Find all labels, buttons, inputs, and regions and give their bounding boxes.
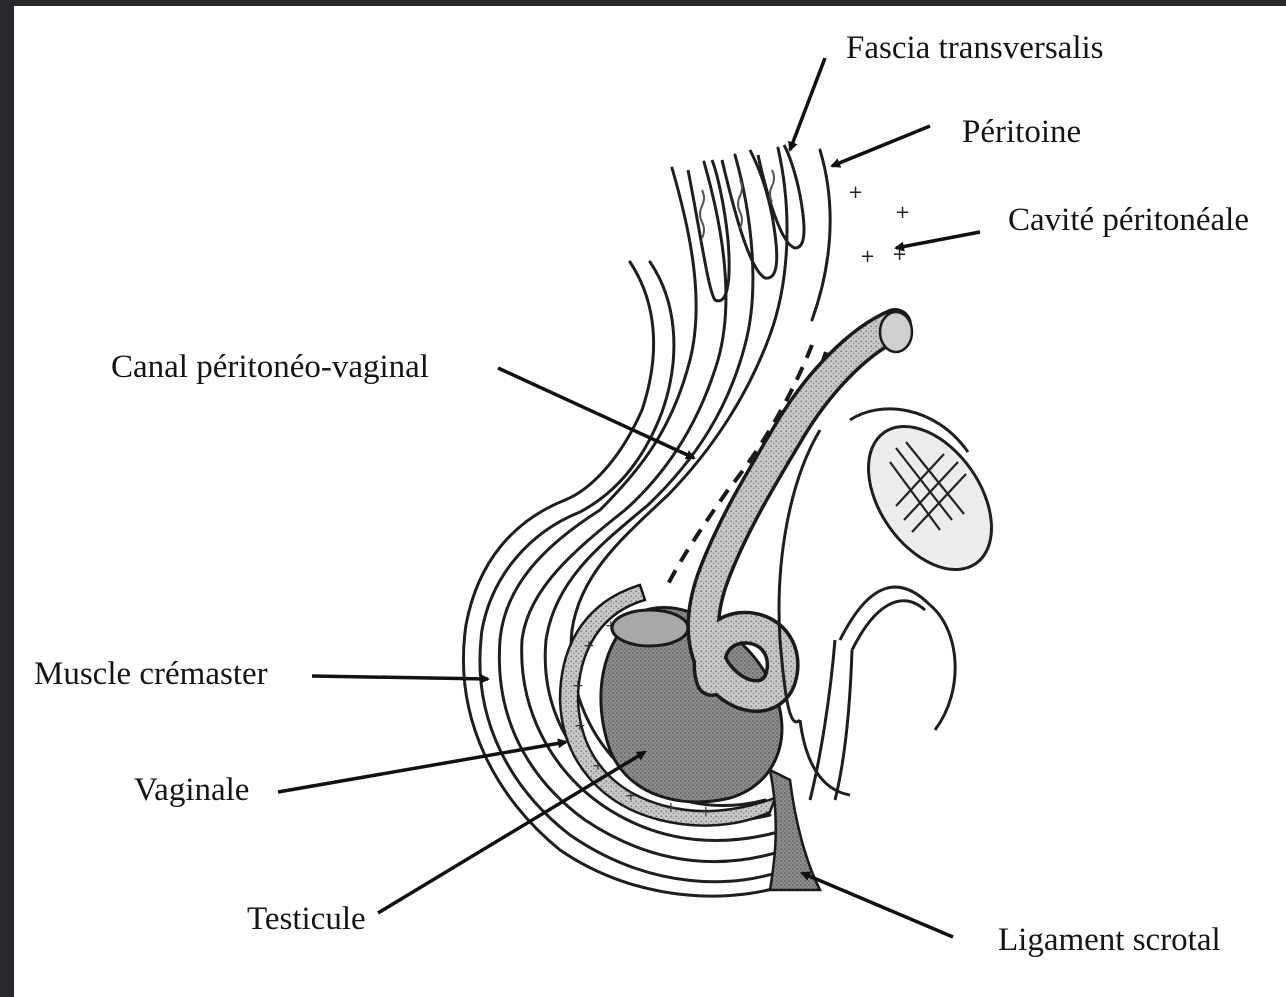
svg-text:+: + [574, 718, 586, 734]
svg-text:+: + [848, 182, 863, 203]
label-cavite-peritoneale: Cavité péritonéale [1008, 204, 1249, 237]
testis-top [612, 610, 688, 646]
svg-text:+: + [860, 246, 875, 267]
label-peritoine: Péritoine [962, 116, 1081, 149]
svg-text:+: + [572, 678, 584, 694]
layer-7 [812, 150, 830, 320]
anatomy-drawing: + + + + + + + + + + [14, 6, 1286, 997]
hatched-ovoid [843, 404, 1017, 592]
arrow-vaginale [278, 742, 566, 792]
arrow-canal [498, 368, 694, 458]
svg-text:+: + [583, 638, 595, 654]
arrow-fascia [790, 58, 825, 150]
tube-end [880, 312, 912, 352]
label-ligament-scrotal: Ligament scrotal [998, 924, 1221, 957]
arrow-cremaster [312, 676, 488, 679]
arrow-ligament [802, 873, 953, 937]
label-fascia-transversalis: Fascia transversalis [846, 32, 1104, 65]
label-canal-peritoneo-vaginal: Canal péritonéo-vaginal [111, 351, 429, 384]
svg-text:+: + [592, 758, 604, 774]
peritoneal-cavity-marks: ++ ++ [848, 182, 910, 267]
label-testicule: Testicule [247, 903, 366, 936]
arrow-cavite [896, 232, 980, 248]
label-muscle-cremaster: Muscle crémaster [34, 658, 268, 691]
diagram-canvas: + + + + + + + + + + [14, 6, 1286, 997]
arrow-peritoine [832, 126, 930, 166]
svg-text:+: + [700, 804, 712, 820]
label-vaginale: Vaginale [134, 774, 249, 807]
svg-text:+: + [665, 800, 677, 816]
svg-text:+: + [895, 202, 910, 223]
svg-text:+: + [625, 788, 637, 804]
